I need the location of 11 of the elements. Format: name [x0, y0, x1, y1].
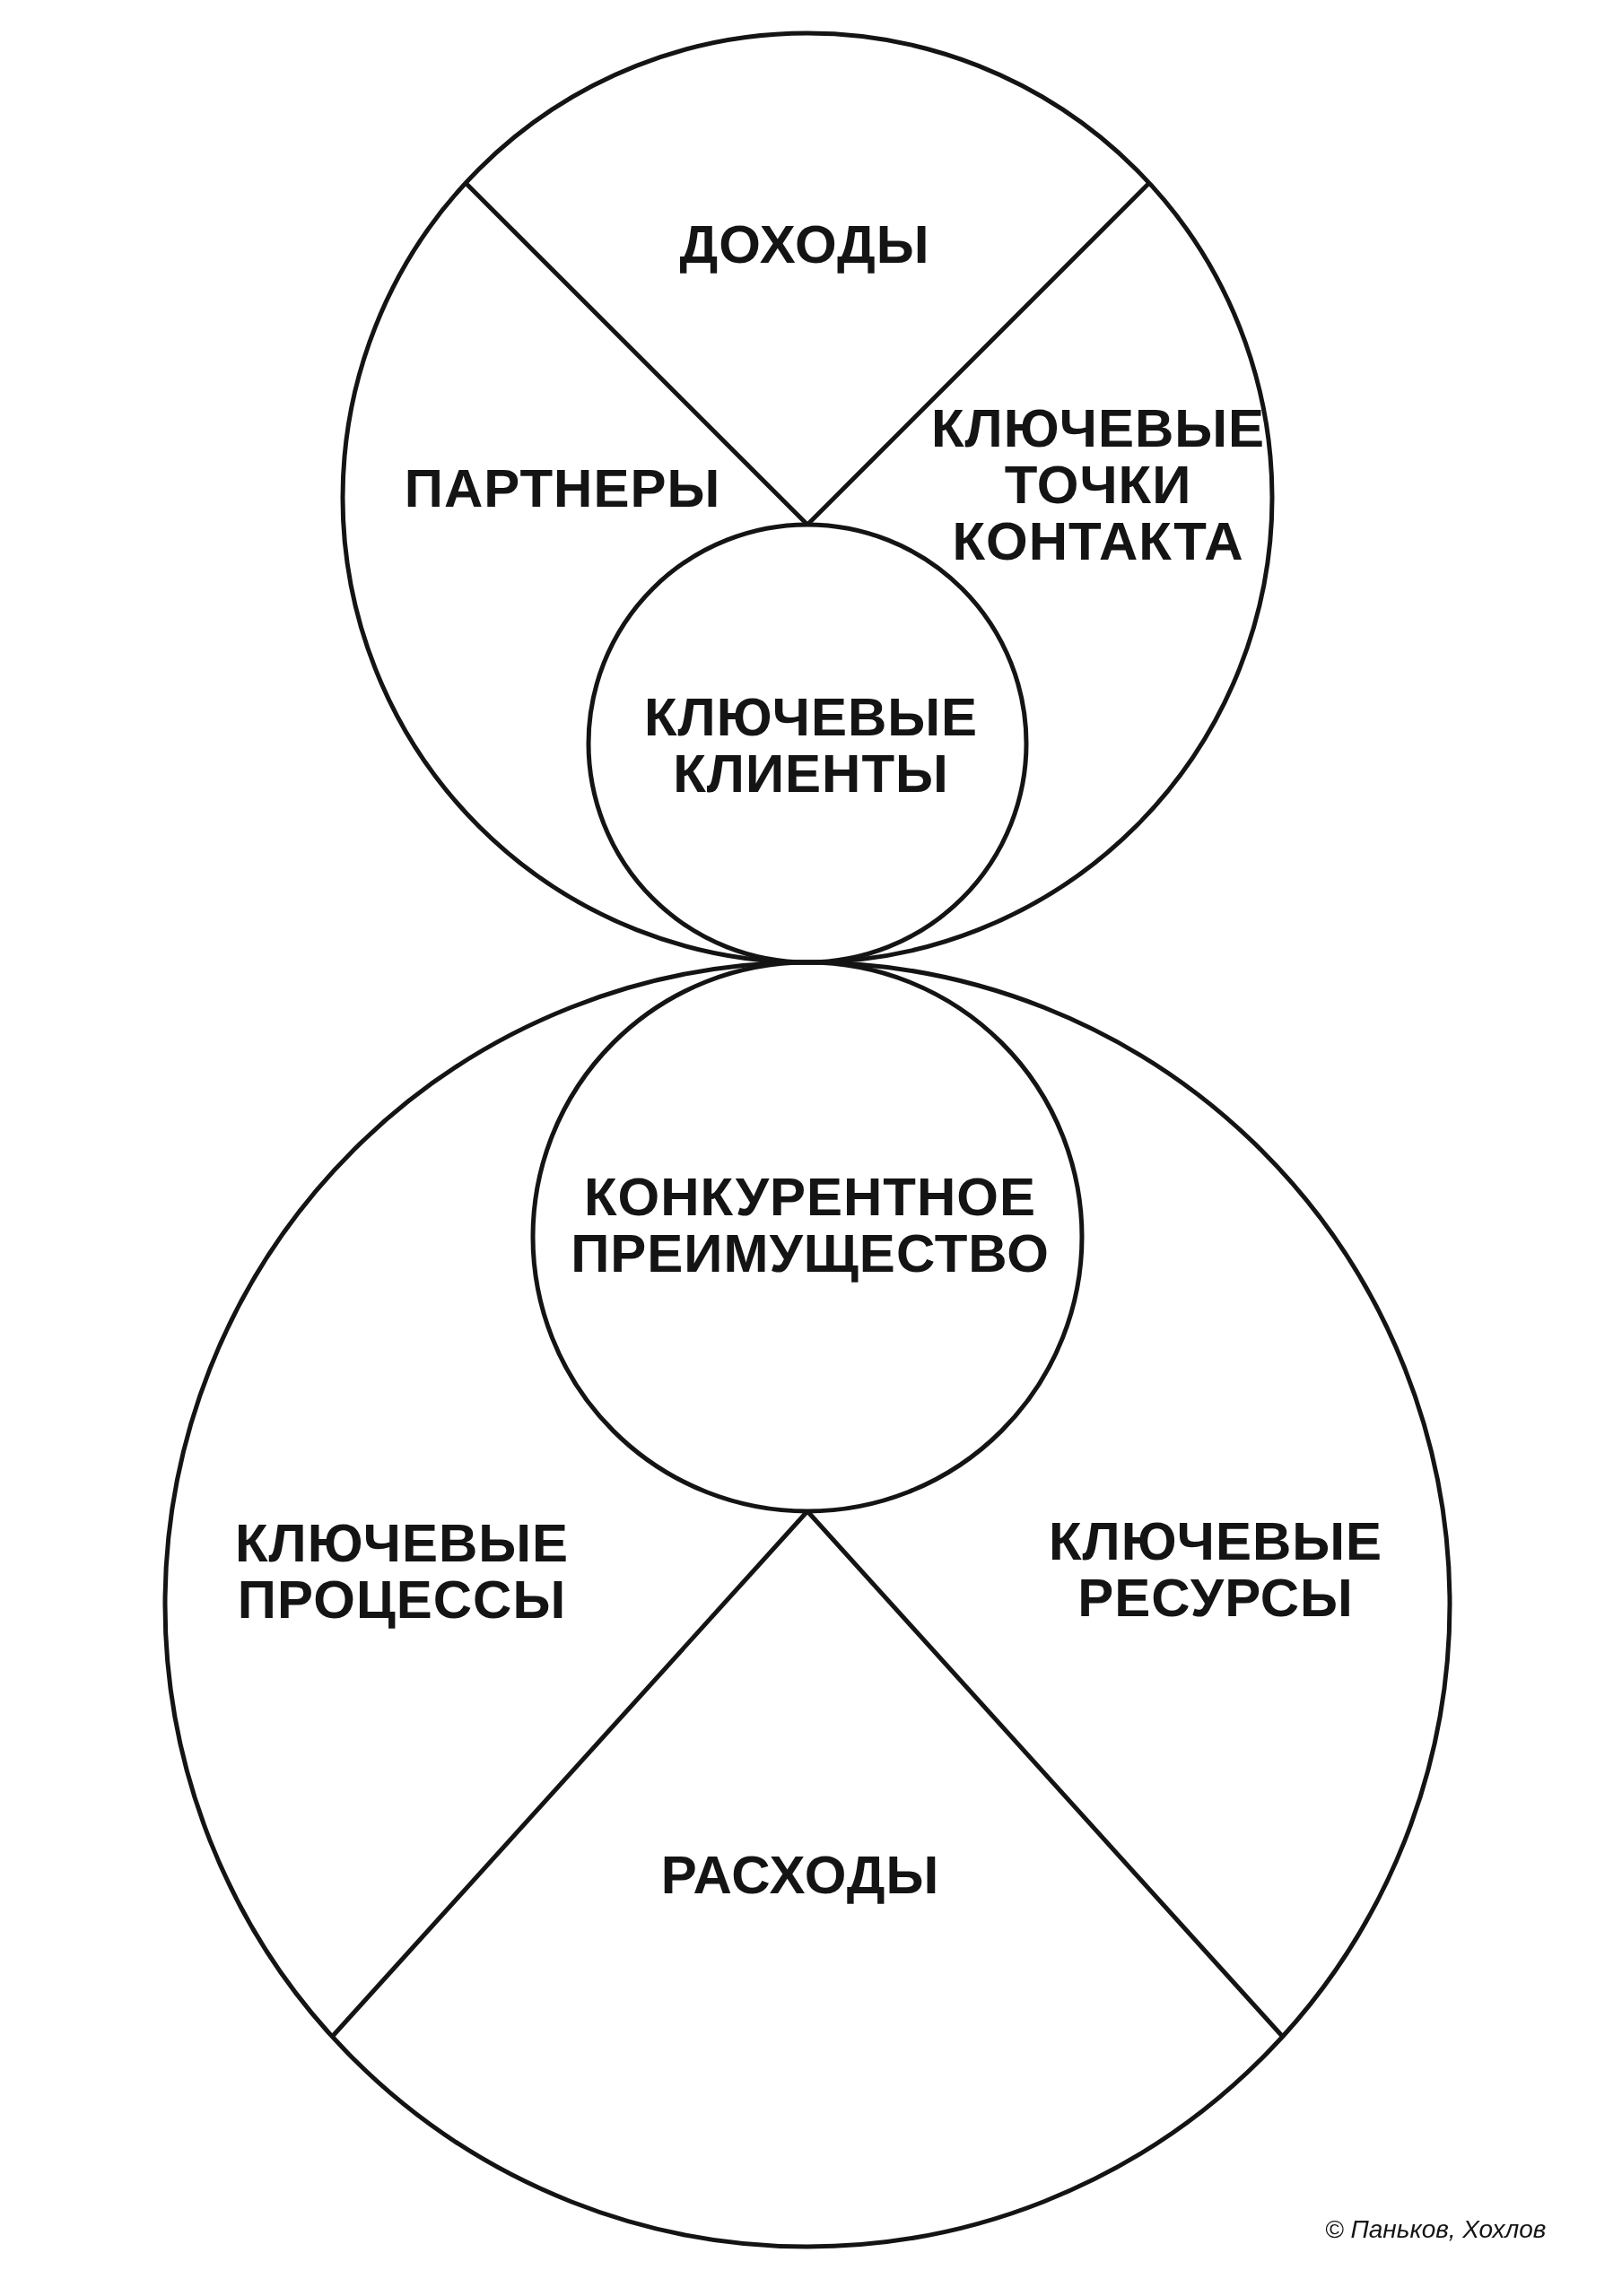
sector-label: РАСХОДЫ [660, 1846, 940, 1903]
sector-label: КЛЮЧЕВЫЕ РЕСУРСЫ [1048, 1513, 1383, 1626]
sector-label: ДОХОДЫ [679, 215, 930, 273]
outer-circle [161, 959, 1453, 2250]
sector-label: ПАРТНЕРЫ [404, 459, 721, 517]
circle-label: КОНКУРЕНТНОЕ ПРЕИМУЩЕСТВО [571, 1169, 1050, 1282]
sector-label: КЛЮЧЕВЫЕ ТОЧКИ КОНТАКТА [930, 399, 1266, 570]
sector-label: КЛЮЧЕВЫЕ ПРОЦЕССЫ [234, 1515, 570, 1628]
circle-label: КЛЮЧЕВЫЕ КЛИЕНТЫ [643, 689, 979, 802]
inner-circle [529, 959, 1086, 1515]
copyright-note: © Паньков, Хохлов [1325, 2215, 1547, 2244]
